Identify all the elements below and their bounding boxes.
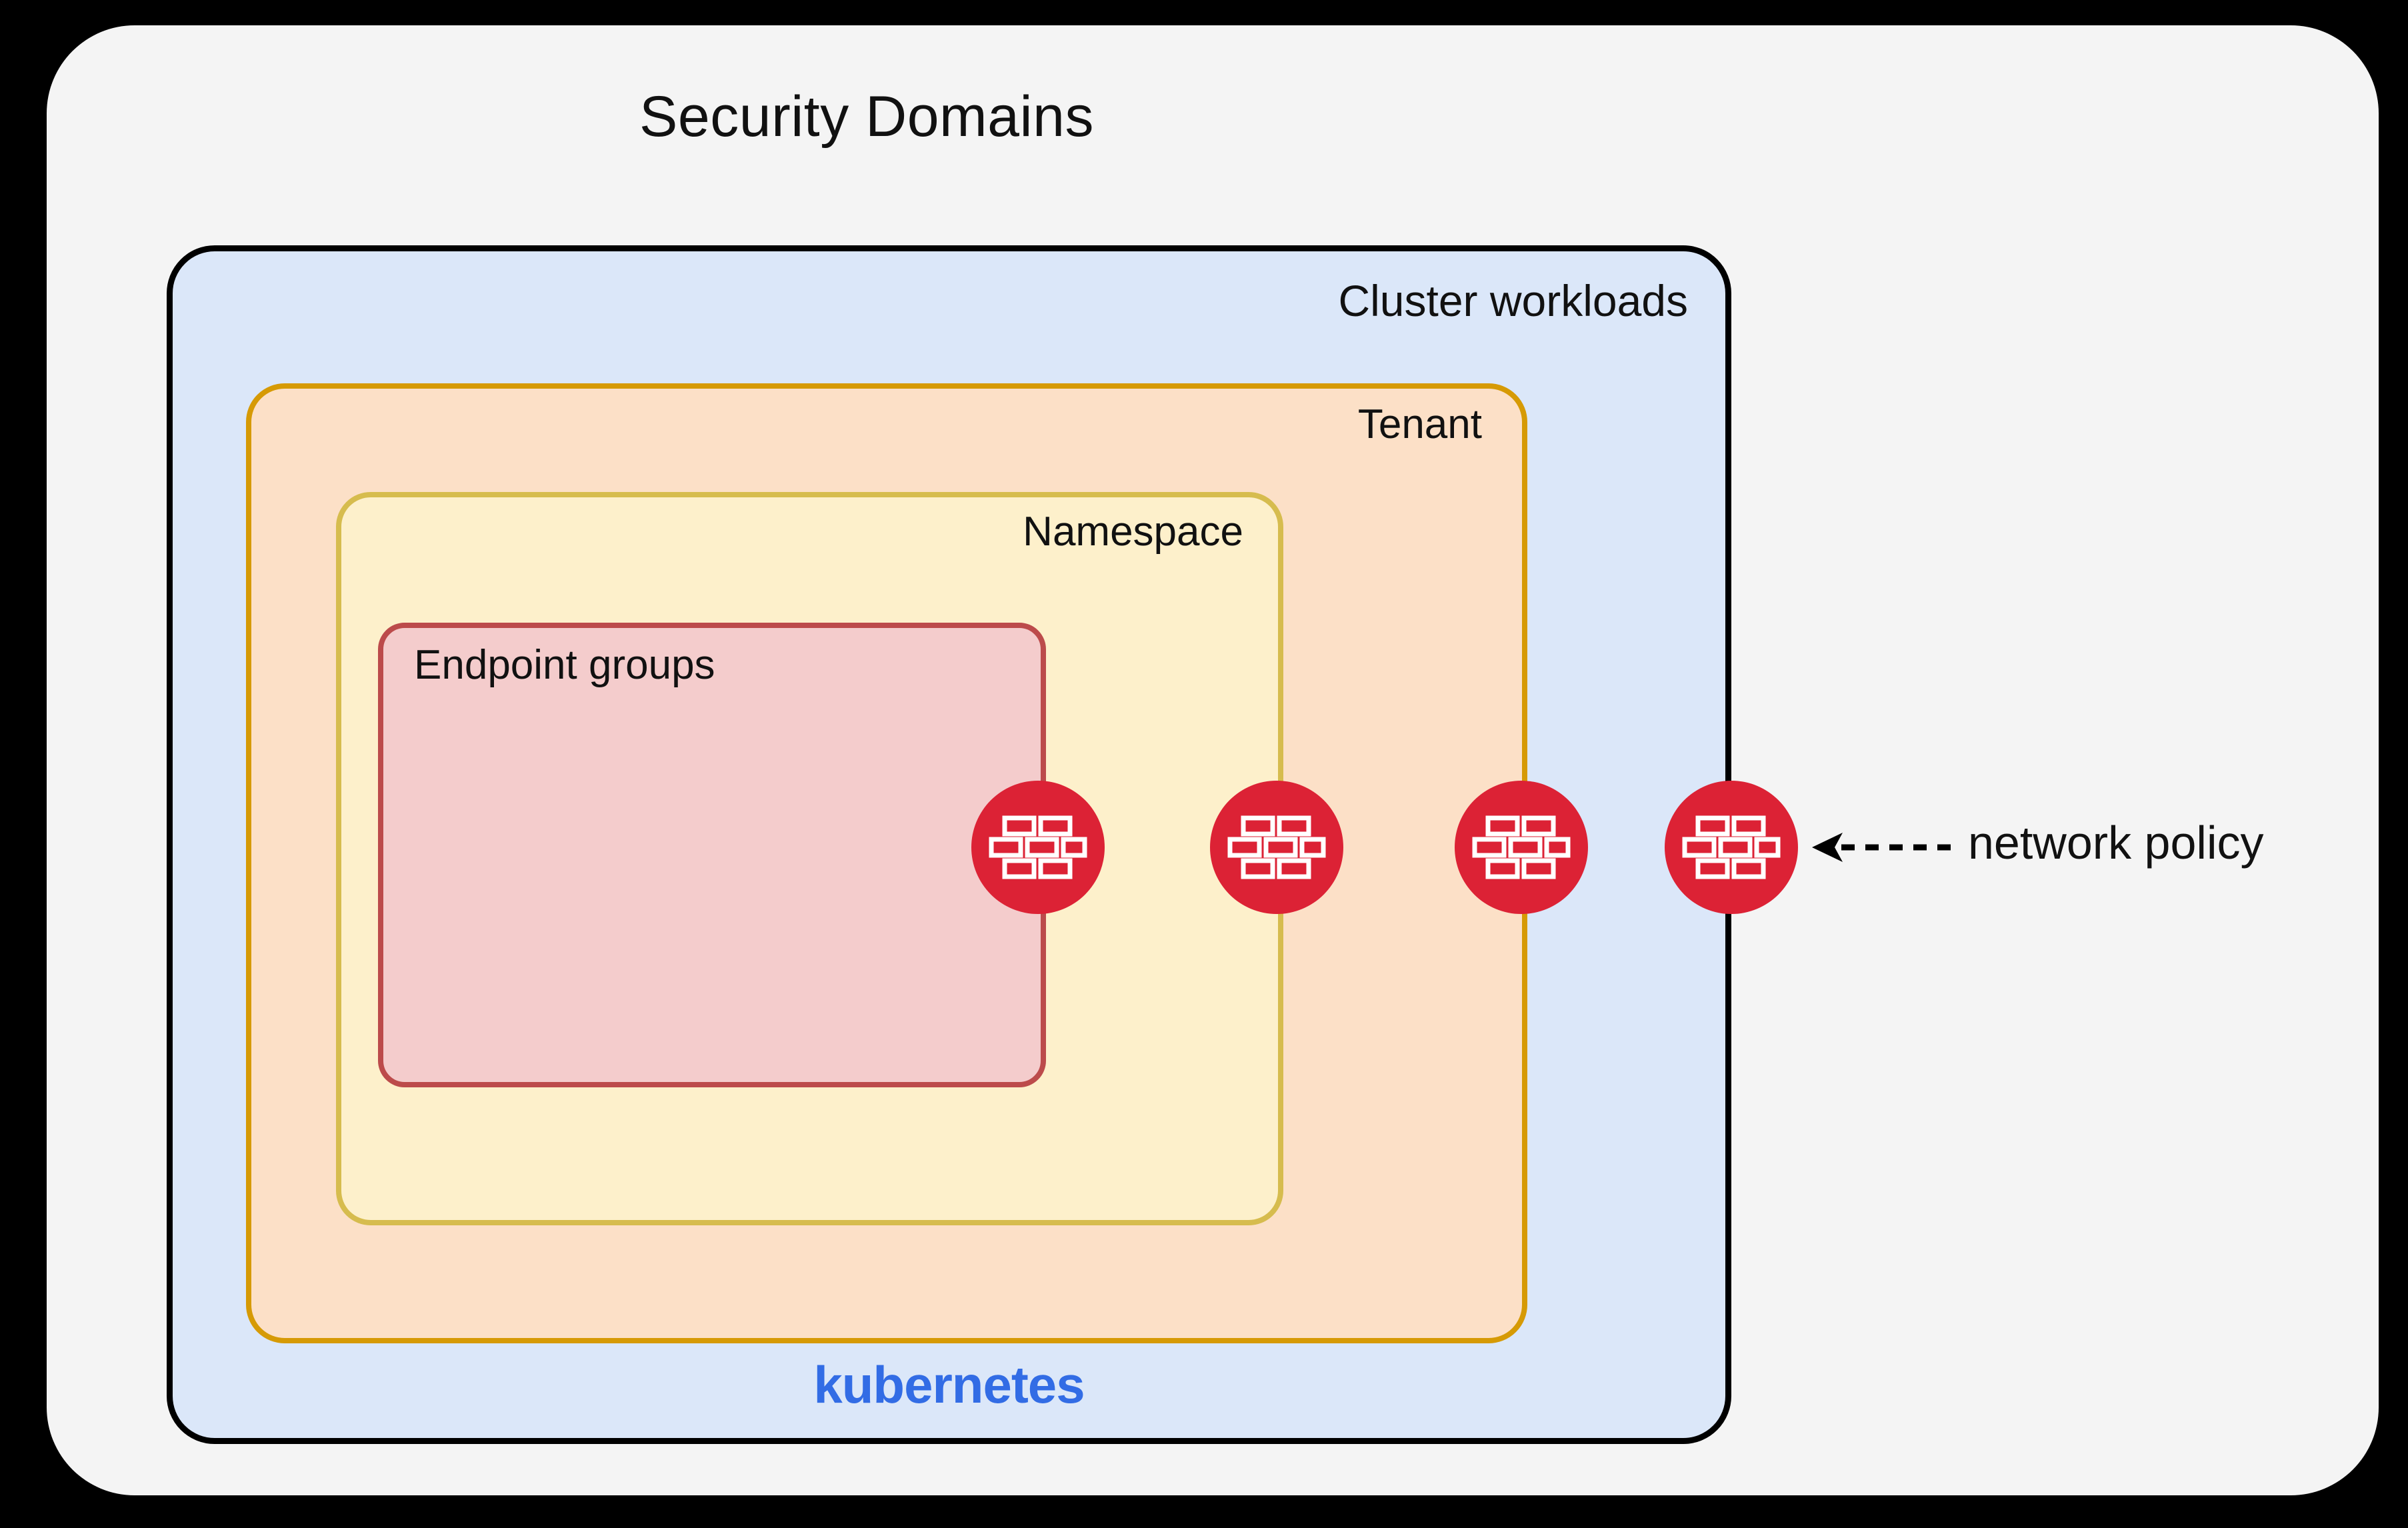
firewall-brick-icon bbox=[1472, 815, 1571, 879]
firewall-icon[interactable] bbox=[971, 781, 1105, 914]
network-policy-arrow-icon bbox=[1812, 833, 1959, 862]
security-domains-card: Security Domains Cluster workloads Tenan… bbox=[47, 25, 2379, 1495]
firewall-brick-icon bbox=[989, 815, 1087, 879]
layer-label-namespace: Namespace bbox=[1023, 509, 1243, 555]
firewall-icon[interactable] bbox=[1210, 781, 1343, 914]
kubernetes-logo-text: kubernetes bbox=[813, 1355, 1085, 1414]
diagram-title: Security Domains bbox=[639, 85, 1094, 149]
layer-label-endpoint-groups: Endpoint groups bbox=[414, 642, 715, 688]
network-policy-label: network policy bbox=[1968, 817, 2264, 869]
firewall-brick-icon bbox=[1682, 815, 1781, 879]
layer-endpoint-groups: Endpoint groups bbox=[378, 623, 1046, 1087]
firewall-icon[interactable] bbox=[1455, 781, 1588, 914]
layer-label-tenant: Tenant bbox=[1357, 401, 1482, 447]
firewall-icon[interactable] bbox=[1665, 781, 1798, 914]
firewall-brick-icon bbox=[1227, 815, 1326, 879]
layer-label-cluster-workloads: Cluster workloads bbox=[1338, 276, 1688, 325]
layer-namespace: Namespace Endpoint groups bbox=[336, 492, 1283, 1225]
